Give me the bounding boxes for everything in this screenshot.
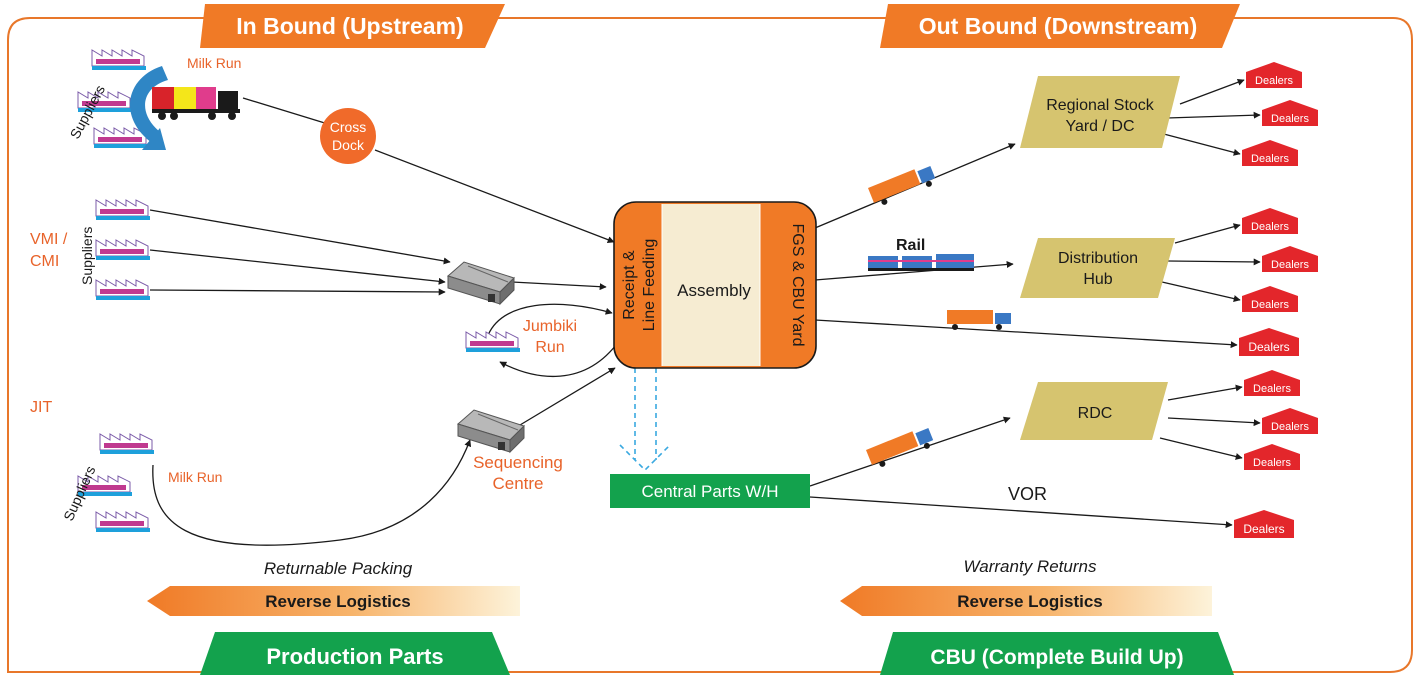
dealer-label: Dealers	[1243, 522, 1284, 536]
dealer-label: Dealers	[1251, 153, 1289, 165]
cross-dock-node: Cross Dock	[320, 108, 376, 164]
dealer-label: Dealers	[1271, 421, 1309, 433]
dealer-11: Dealers	[1234, 510, 1294, 538]
receipt-label-line1: Receipt &	[621, 250, 638, 320]
sequencing-label-line1: Sequencing	[473, 453, 563, 472]
fgs-label: FGS & CBU Yard	[789, 224, 806, 347]
cross-dock-label-line1: Cross	[330, 119, 367, 135]
dealer-label: Dealers	[1271, 113, 1309, 125]
regional-label-line1: Regional Stock	[1046, 97, 1155, 114]
dealer-4: Dealers	[1242, 208, 1298, 234]
truck-icon-regional	[868, 166, 936, 205]
plant-block	[613, 201, 817, 369]
supplier-factory-9	[95, 511, 150, 532]
jumbiki-label-line2: Run	[535, 339, 564, 356]
jit-label: JIT	[30, 399, 52, 416]
jumbiki-factory	[465, 331, 520, 352]
jumbiki-label-line1: Jumbiki	[523, 318, 577, 335]
supplier-factory-6	[95, 279, 150, 300]
cbu-banner: CBU (Complete Build Up)	[880, 632, 1234, 675]
distribution-label-line2: Hub	[1083, 271, 1112, 288]
sequencing-label-line2: Centre	[492, 474, 543, 493]
inbound-banner-label: In Bound (Upstream)	[236, 13, 463, 39]
warranty-returns-label: Warranty Returns	[964, 557, 1097, 576]
truck-icon-rdc	[866, 428, 934, 467]
reverse-logistics-left: Reverse Logistics	[147, 586, 520, 616]
production-parts-label: Production Parts	[266, 644, 443, 669]
supplier-factory-4	[95, 199, 150, 220]
rail-train-icon	[868, 254, 974, 271]
connector-lines	[149, 78, 1261, 546]
dealer-5: Dealers	[1262, 246, 1318, 272]
rdc-label: RDC	[1078, 405, 1113, 422]
cross-dock-label-line2: Dock	[332, 137, 365, 153]
dealer-label: Dealers	[1255, 75, 1293, 87]
dealer-1: Dealers	[1246, 62, 1302, 88]
milk-run-truck-icon	[152, 87, 240, 120]
milk-run-top-label: Milk Run	[187, 55, 241, 71]
central-parts-dashed-arrows	[619, 368, 671, 472]
regional-label-line2: Yard / DC	[1065, 118, 1134, 135]
inbound-banner: In Bound (Upstream)	[200, 4, 505, 48]
rail-label: Rail	[896, 237, 925, 254]
milk-run-curved-arrow-icon	[129, 66, 168, 143]
dealer-label: Dealers	[1251, 299, 1289, 311]
reverse-logistics-left-label: Reverse Logistics	[265, 592, 411, 611]
vor-label: VOR	[1008, 484, 1047, 504]
central-parts-label: Central Parts W/H	[642, 482, 779, 501]
milk-run-bottom-label: Milk Run	[168, 469, 222, 485]
dealer-7: Dealers	[1239, 328, 1299, 356]
truck-icon-dealers	[947, 310, 1011, 330]
vmi-label-line1: VMI /	[30, 231, 68, 248]
dealer-10: Dealers	[1244, 444, 1300, 470]
distribution-hub-node: Distribution Hub	[1020, 238, 1175, 298]
dealer-label: Dealers	[1253, 383, 1291, 395]
vmi-warehouse-icon	[446, 261, 515, 306]
outbound-banner-label: Out Bound (Downstream)	[919, 13, 1198, 39]
cbu-label: CBU (Complete Build Up)	[930, 646, 1183, 669]
receipt-label-line2: Line Feeding	[641, 239, 658, 332]
distribution-label-line1: Distribution	[1058, 250, 1138, 267]
assembly-label: Assembly	[677, 281, 751, 300]
rdc-node: RDC	[1020, 382, 1168, 440]
production-parts-banner: Production Parts	[200, 632, 510, 675]
dealer-label: Dealers	[1271, 259, 1309, 271]
reverse-logistics-right: Reverse Logistics	[840, 586, 1212, 616]
central-parts-box: Central Parts W/H	[610, 474, 810, 508]
dealer-label: Dealers	[1253, 457, 1291, 469]
outbound-banner: Out Bound (Downstream)	[880, 4, 1240, 48]
supplier-factory-1	[91, 49, 146, 70]
supplier-factory-5	[95, 239, 150, 260]
dealer-label: Dealers	[1251, 221, 1289, 233]
regional-stock-yard-node: Regional Stock Yard / DC	[1020, 76, 1180, 148]
dealer-2: Dealers	[1262, 100, 1318, 126]
supplier-factory-8	[77, 475, 132, 496]
suppliers-label-vmi: Suppliers	[79, 227, 95, 285]
supplier-factory-2	[77, 91, 132, 112]
dealer-9: Dealers	[1262, 408, 1318, 434]
dealer-6: Dealers	[1242, 286, 1298, 312]
reverse-logistics-right-label: Reverse Logistics	[957, 592, 1103, 611]
sequencing-centre-icon	[456, 409, 525, 454]
returnable-packing-label: Returnable Packing	[264, 559, 413, 578]
outer-frame	[7, 17, 1413, 673]
supplier-factory-7	[99, 433, 154, 454]
dealer-label: Dealers	[1248, 340, 1289, 354]
vmi-label-line2: CMI	[30, 253, 59, 270]
milk-run-arrowhead-icon	[142, 128, 166, 150]
dealer-8: Dealers	[1244, 370, 1300, 396]
dealer-3: Dealers	[1242, 140, 1298, 166]
